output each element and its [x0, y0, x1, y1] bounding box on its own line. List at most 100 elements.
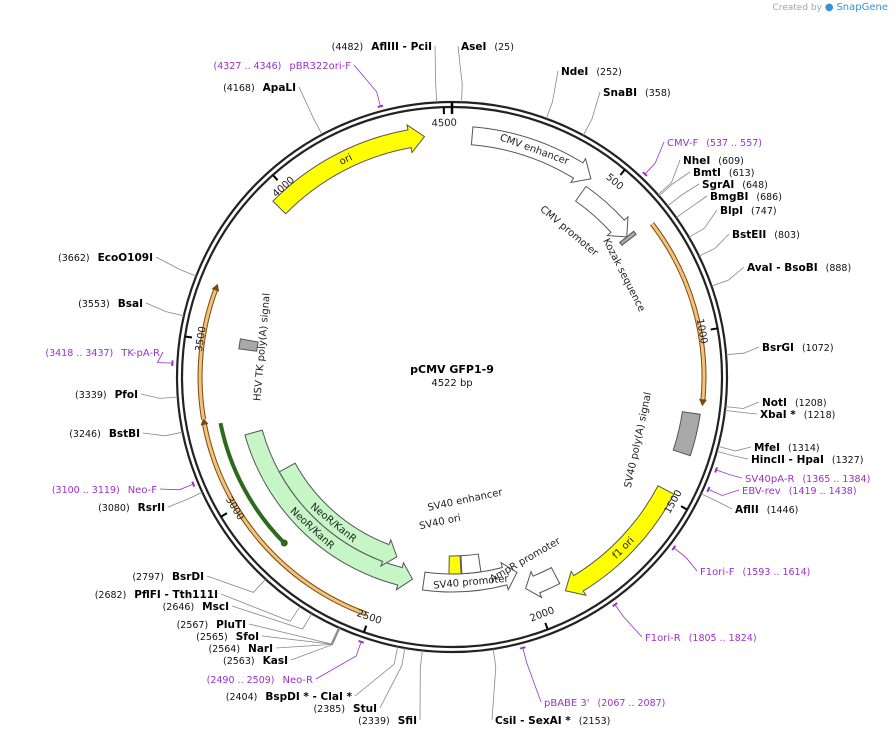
enzyme-name: MscI	[202, 601, 229, 613]
enzyme-leader-line	[675, 195, 708, 219]
enzyme-leader-line	[434, 45, 438, 103]
enzyme-position: (2339)	[358, 716, 390, 727]
enzyme-position: (25)	[494, 42, 514, 53]
scale-tick-label: 4500	[431, 118, 457, 130]
primer-range: (537 .. 557)	[706, 138, 762, 149]
enzyme-leader-line	[419, 650, 423, 721]
enzyme-position: (2153)	[579, 716, 611, 727]
primer-leader-line	[709, 489, 740, 496]
enzyme-position: (358)	[645, 88, 671, 99]
inner-orf-arrowhead	[280, 539, 288, 547]
primer-leader-line	[156, 351, 172, 364]
enzyme-name: XbaI *	[760, 409, 796, 421]
primer-label: (3100 .. 3119) Neo-F	[52, 485, 157, 496]
enzyme-name: StuI	[353, 703, 377, 715]
primer-label: F1ori-F(1593 .. 1614)	[700, 567, 810, 578]
enzyme-position: (1208)	[795, 398, 827, 409]
primer-range: (1593 .. 1614)	[742, 567, 810, 578]
sv40-ori-feature	[448, 555, 462, 575]
enzyme-leader-line	[142, 431, 183, 437]
enzyme-site-label: (3339)PfoI	[75, 389, 138, 401]
enzyme-leader-line	[658, 171, 691, 197]
enzyme-leader-line	[220, 593, 301, 622]
enzyme-leader-line	[457, 45, 463, 103]
neor-kanr-feature	[278, 462, 398, 568]
enzyme-leader-line	[688, 209, 718, 238]
enzyme-position: (4482)	[332, 42, 364, 53]
snapgene-logo-icon: ●	[824, 2, 834, 13]
enzyme-site-label: (2565)SfoI	[196, 631, 259, 643]
enzyme-position: (747)	[751, 206, 777, 217]
enzyme-name: AflIII - PciI	[371, 41, 432, 53]
scale-tick	[544, 622, 549, 630]
enzyme-position: (1218)	[804, 410, 836, 421]
feature-label: SV40 enhancer	[427, 487, 505, 514]
scale-tick-label: 3000	[223, 495, 246, 522]
enzyme-position: (2385)	[313, 704, 345, 715]
enzyme-site-label: (2385) StuI	[313, 703, 377, 715]
enzyme-site-label: (2682) PflFI - Tth111I	[95, 589, 218, 601]
primer-label: pBABE 3'(2067 .. 2087)	[544, 698, 665, 709]
enzyme-name: PflFI - Tth111I	[134, 589, 218, 601]
enzyme-position: (4168)	[223, 83, 255, 94]
enzyme-site-label: (2564)NarI	[208, 643, 273, 655]
enzyme-position: (1314)	[788, 443, 820, 454]
primer-range: (1365 .. 1384)	[802, 474, 870, 485]
enzyme-site-label: BmgBI(686)	[710, 191, 782, 203]
orf-arc	[202, 422, 368, 616]
enzyme-position: (2564)	[208, 644, 240, 655]
primer-range: (1419 .. 1438)	[789, 486, 857, 497]
enzyme-name: EcoO109I	[98, 252, 153, 264]
enzyme-name: BsrGI	[762, 342, 794, 354]
enzyme-name: BstBI	[109, 428, 140, 440]
enzyme-site-label: (2646)MscI	[163, 601, 229, 613]
primer-name: Neo-R	[283, 675, 314, 686]
enzyme-name: AflII	[735, 504, 759, 516]
enzyme-position: (2797)	[132, 572, 164, 583]
feature-label: ori	[338, 152, 355, 168]
hsv-tk-poly-a-signal-feature	[238, 338, 259, 352]
enzyme-position: (609)	[718, 156, 744, 167]
enzyme-name: PluTI	[216, 619, 246, 631]
primer-label: F1ori-R(1805 .. 1824)	[645, 633, 757, 644]
primer-range: (3100 .. 3119)	[52, 485, 120, 496]
enzyme-site-label: (3080)RsrII	[98, 502, 165, 514]
enzyme-site-label: (2404)BspDI * - ClaI *	[226, 691, 353, 703]
sv40-enhancer-feature	[460, 553, 482, 575]
enzyme-leader-line	[155, 256, 197, 277]
plasmid-size: 4522 bp	[431, 378, 472, 389]
enzyme-site-label: (3662)EcoO109I	[58, 252, 153, 264]
enzyme-name: RsrII	[138, 502, 165, 514]
enzyme-site-label: SgrAI(648)	[702, 179, 768, 191]
enzyme-position: (3246)	[69, 429, 101, 440]
primer-name: Neo-F	[128, 485, 158, 496]
feature-label: SV40 poly(A) signal	[623, 391, 654, 489]
enzyme-name: BlpI	[720, 205, 743, 217]
enzyme-leader-line	[231, 605, 313, 630]
primer-leader-line	[615, 605, 643, 638]
enzyme-name: SnaBI	[603, 87, 637, 99]
enzyme-name: BspDI * - ClaI *	[265, 691, 352, 703]
enzyme-leader-line	[700, 493, 733, 510]
primer-label: (3418 .. 3437)TK-pA-R	[45, 348, 160, 359]
orf-arc	[198, 287, 218, 420]
enzyme-name: MfeI	[754, 442, 780, 454]
primer-binding-mark	[714, 467, 718, 473]
primer-leader-line	[315, 642, 362, 680]
enzyme-name: SfoI	[236, 631, 259, 643]
cmv-enhancer-feature	[470, 126, 592, 184]
primer-label: (4327 .. 4346)pBR322ori-F	[214, 61, 352, 72]
enzyme-name: SfiI	[398, 715, 417, 727]
enzyme-position: (2567)	[177, 620, 209, 631]
enzyme-leader-line	[726, 346, 760, 356]
enzyme-position: (648)	[742, 180, 768, 191]
primer-name: pBR322ori-F	[289, 61, 351, 72]
primer-label: SV40pA-R(1365 .. 1384)	[745, 474, 870, 485]
primer-name: TK-pA-R	[120, 348, 160, 359]
primer-leader-line	[353, 64, 381, 106]
enzyme-site-label: AvaI - BsoBI(888)	[747, 262, 851, 274]
enzyme-site-label: BsrGI(1072)	[762, 342, 834, 354]
primer-name: EBV-rev	[742, 486, 781, 497]
enzyme-position: (2682)	[95, 590, 127, 601]
